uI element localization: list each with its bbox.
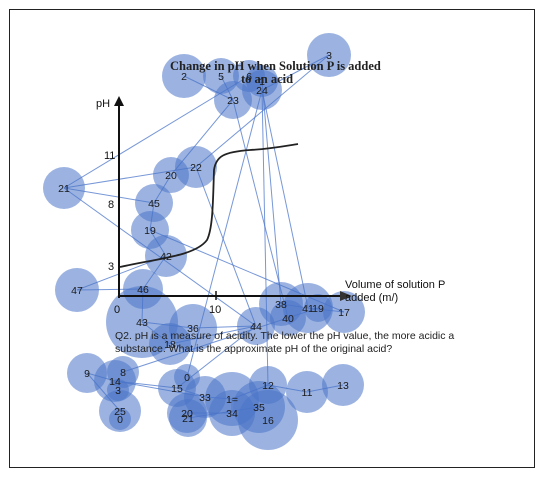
graph-node-label: 22 bbox=[190, 162, 202, 174]
graph-node-bubble bbox=[43, 167, 85, 209]
graph-node-bubble bbox=[107, 379, 129, 401]
graph-node-label: 45 bbox=[148, 198, 160, 210]
graph-node-bubble bbox=[149, 323, 191, 365]
graph-node-label: 19 bbox=[144, 225, 156, 237]
graph-node-bubble bbox=[238, 390, 298, 450]
graph-node-label: 9 bbox=[84, 368, 90, 380]
graph-node-label: 42 bbox=[160, 251, 172, 263]
graph-node-label: 6 bbox=[246, 71, 252, 83]
y-axis-arrow-icon bbox=[114, 96, 124, 106]
graph-node-bubble bbox=[323, 291, 365, 333]
graph-node-label: 16 bbox=[262, 415, 274, 427]
chart-title-line1: Change in pH when Solution P is added bbox=[170, 59, 381, 73]
graph-node-label: 43 bbox=[136, 317, 148, 329]
graph-node-bubble bbox=[145, 235, 187, 277]
graph-node-label: 36 bbox=[187, 323, 199, 335]
question-text: Q2. pH is a measure of acidity. The lowe… bbox=[115, 330, 455, 355]
y-tick-3: 3 bbox=[108, 261, 115, 273]
graph-node-label: 18 bbox=[164, 339, 176, 351]
graph-node-label: 15 bbox=[171, 383, 183, 395]
graph-node-label: 40 bbox=[282, 313, 294, 325]
graph-node-label: 0 bbox=[117, 414, 123, 426]
graph-node-label: 1 bbox=[259, 76, 265, 88]
y-axis-label: pH bbox=[96, 98, 111, 110]
graph-node-label: 23 bbox=[227, 95, 239, 107]
graph-edge bbox=[232, 99, 289, 319]
graph-node-label: 47 bbox=[71, 285, 83, 297]
graph-node-label: 2 bbox=[181, 71, 187, 83]
graph-node-label: 46 bbox=[137, 284, 149, 296]
y-tick-11: 11 bbox=[104, 150, 116, 162]
graph-node-label: 8 bbox=[120, 367, 126, 379]
graph-node-label: 1= bbox=[226, 394, 238, 406]
graph-node-label: 0 bbox=[184, 372, 190, 384]
graph-node-bubble bbox=[322, 364, 364, 406]
graph-node-label: 5 bbox=[218, 71, 224, 83]
graph-node-label: 21 bbox=[58, 183, 70, 195]
graph-node-bubble bbox=[242, 70, 282, 110]
graph-node-label: 24 bbox=[256, 85, 268, 97]
graph-node-label: 41 bbox=[302, 303, 314, 315]
x-tick-10: 10 bbox=[209, 304, 222, 316]
y-tick-8: 8 bbox=[108, 199, 115, 211]
graph-node-bubble bbox=[55, 268, 99, 312]
graph-node-label: 11 bbox=[302, 387, 313, 399]
graph-node-label: 3 bbox=[115, 385, 121, 397]
x-axis-arrow-icon bbox=[340, 291, 352, 301]
graph-node-label: 25 bbox=[114, 406, 126, 418]
titration-curve bbox=[119, 143, 299, 268]
x-axis-label-line1: Volume of solution P bbox=[345, 279, 446, 291]
graph-edge bbox=[195, 166, 257, 327]
graph-node-label: 3 bbox=[326, 50, 332, 62]
graph-node-bubble bbox=[169, 399, 207, 437]
graph-node-label: 21 bbox=[182, 413, 194, 425]
graph-node-label: 35 bbox=[253, 402, 265, 414]
chart-title-line2: to an acid bbox=[241, 72, 294, 86]
graph-node-bubble bbox=[153, 157, 189, 193]
x-tick-0: 0 bbox=[114, 304, 121, 316]
graph-node-label: 17 bbox=[338, 307, 350, 319]
graph-node-bubble bbox=[162, 54, 206, 98]
graph-node-bubble bbox=[307, 33, 351, 77]
graph-node-label: 33 bbox=[199, 392, 211, 404]
graph-node-bubble bbox=[270, 300, 306, 336]
graph-node-label: 13 bbox=[337, 380, 349, 392]
graph-node-label: 19 bbox=[312, 303, 324, 315]
graph-node-bubble bbox=[237, 307, 275, 345]
graph-node-label: 12 bbox=[262, 380, 274, 392]
graph-node-label: 14 bbox=[109, 376, 121, 388]
graph-edge bbox=[261, 89, 309, 309]
x-axis-label-line2: added (m/) bbox=[345, 292, 399, 304]
graph-node-label: 34 bbox=[226, 408, 238, 420]
graph-node-label: 38 bbox=[275, 299, 287, 311]
graph-node-label: 44 bbox=[250, 321, 262, 333]
graph-node-bubble bbox=[109, 408, 131, 430]
graph-node-bubble bbox=[286, 371, 328, 413]
graph-node-label: 20 bbox=[181, 408, 193, 420]
graph-node-label: 20 bbox=[165, 170, 177, 182]
graph-edge bbox=[261, 80, 282, 305]
bubble-layer bbox=[43, 33, 365, 450]
